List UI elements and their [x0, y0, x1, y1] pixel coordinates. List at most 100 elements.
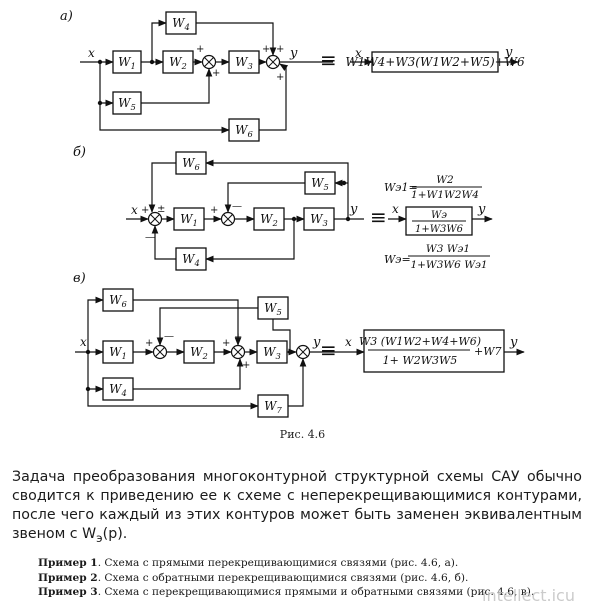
svg-text:W1: W1: [118, 55, 136, 71]
block-b-w5: W5: [304, 171, 336, 195]
svg-text:W7: W7: [264, 399, 282, 415]
input-x-b: x: [131, 203, 138, 217]
block-c-w4: W4: [102, 377, 134, 401]
svg-text:W4: W4: [172, 16, 190, 32]
sign: +: [222, 338, 230, 349]
sign: +: [242, 360, 250, 371]
block-c-equivalent: [363, 329, 505, 373]
example-3-label: Пример 3: [38, 586, 98, 598]
example-2: Пример 2. Схема с обратными перекрещиваю…: [38, 571, 598, 586]
input-x-a: x: [88, 46, 95, 60]
equivalence-sign-b: ≡: [370, 205, 387, 229]
block-b-eq-den: 1+W3W6: [415, 224, 464, 235]
output-y-c: y: [312, 335, 321, 350]
svg-text:W6: W6: [109, 293, 127, 309]
signal-line: [205, 159, 349, 219]
svg-text:W4: W4: [182, 252, 200, 268]
sum-c-1: [152, 344, 168, 360]
block-b-eq-num: Wэ: [431, 210, 447, 221]
sign: —: [145, 232, 155, 243]
output-y-b: y: [349, 202, 358, 217]
signal-line: [99, 62, 114, 107]
svg-text:W5: W5: [118, 96, 136, 112]
formula-b-we-num: W3 Wэ1: [426, 243, 470, 255]
svg-text:W3: W3: [235, 55, 253, 71]
formula-b-we1-lhs: Wэ1=: [384, 181, 418, 194]
signal-line: [99, 103, 230, 134]
signal-line: [156, 307, 258, 346]
signal-line: [141, 68, 213, 104]
block-c-w2: W2: [183, 340, 215, 364]
sign: +: [212, 68, 220, 79]
sum-b-1: [147, 211, 163, 227]
example-3: Пример 3. Схема с перекрещивающимися пря…: [38, 585, 598, 600]
watermark: intellect.icu: [482, 586, 575, 605]
examples-list: Пример 1. Схема с прямыми перекрещивающи…: [38, 556, 598, 600]
block-c-eq-num: W3 (W1W2+W4+W6): [359, 335, 481, 348]
svg-text:W2: W2: [260, 212, 278, 228]
signal-line: [272, 319, 291, 352]
signal-line: [87, 352, 104, 393]
block-b-w3: W3: [303, 207, 335, 231]
input-x-a-eq: x: [355, 46, 362, 60]
signal-line: [133, 358, 244, 390]
block-a-w2: W2: [162, 50, 194, 74]
output-y-a-eq: y: [504, 45, 513, 60]
sum-a-1: [201, 54, 217, 70]
block-b-w6: W6: [175, 151, 207, 175]
sign: +: [276, 72, 284, 83]
block-a-w1: W1: [112, 50, 142, 74]
sign: —: [164, 331, 174, 342]
output-y-b-eq: y: [477, 202, 486, 217]
figure-caption: Рис. 4.6: [279, 428, 326, 441]
sum-b-2: [220, 211, 236, 227]
svg-text:W5: W5: [264, 301, 282, 317]
paragraph-subscript: э: [96, 530, 103, 545]
input-x-c: x: [80, 335, 87, 349]
example-1-label: Пример 1: [38, 557, 98, 569]
signal-line: [224, 182, 305, 213]
example-2-label: Пример 2: [38, 571, 98, 584]
formula-b-we1-num: W2: [436, 174, 454, 186]
block-b-w4: W4: [175, 247, 207, 271]
sign: +: [141, 205, 149, 216]
paragraph-text: Задача преобразования многоконтурной стр…: [12, 469, 582, 542]
formula-b-we-lhs: Wэ=: [384, 253, 411, 266]
sum-a-2: [265, 54, 281, 70]
signal-line: [87, 296, 104, 352]
variant-label-a: а): [60, 9, 73, 24]
body-paragraph: Задача преобразования многоконтурной стр…: [12, 468, 582, 548]
sum-c-3: [295, 344, 311, 360]
formula-b-we-den: 1+W3W6 Wэ1: [410, 259, 487, 271]
block-c-w7: W7: [257, 394, 289, 418]
signal-line: [133, 299, 242, 346]
block-b-w2: W2: [253, 207, 285, 231]
sign: +: [196, 44, 204, 55]
svg-text:W1: W1: [180, 212, 198, 228]
signal-line: [288, 358, 307, 407]
svg-text:W6: W6: [235, 123, 253, 139]
sign: +: [276, 44, 284, 55]
example-3-text: . Схема с перекрещивающимися прямыми и о…: [97, 586, 535, 598]
variant-label-b: б): [73, 145, 86, 160]
signal-line: [205, 219, 295, 263]
signal-lines: [75, 19, 525, 410]
svg-text:W2: W2: [190, 345, 208, 361]
sign: +: [234, 332, 242, 343]
signal-line: [87, 389, 259, 410]
output-y-a: y: [289, 46, 298, 61]
svg-text:W3: W3: [263, 345, 281, 361]
block-c-w6: W6: [102, 288, 134, 312]
sign: ±: [157, 204, 165, 215]
block-a-w5: W5: [112, 91, 142, 115]
svg-text:W3: W3: [310, 212, 328, 228]
signal-line: [196, 22, 277, 56]
svg-text:W5: W5: [311, 176, 329, 192]
block-a-w4: W4: [165, 11, 197, 35]
signal-line: [259, 63, 289, 131]
block-a-equivalent: W1W4+W3(W1W2+W5)+W6: [345, 51, 525, 73]
example-1-text: . Схема с прямыми перекрещивающимися свя…: [97, 557, 459, 569]
svg-text:W1W4+W3(W1W2+W5)+W6: W1W4+W3(W1W2+W5)+W6: [345, 55, 525, 69]
